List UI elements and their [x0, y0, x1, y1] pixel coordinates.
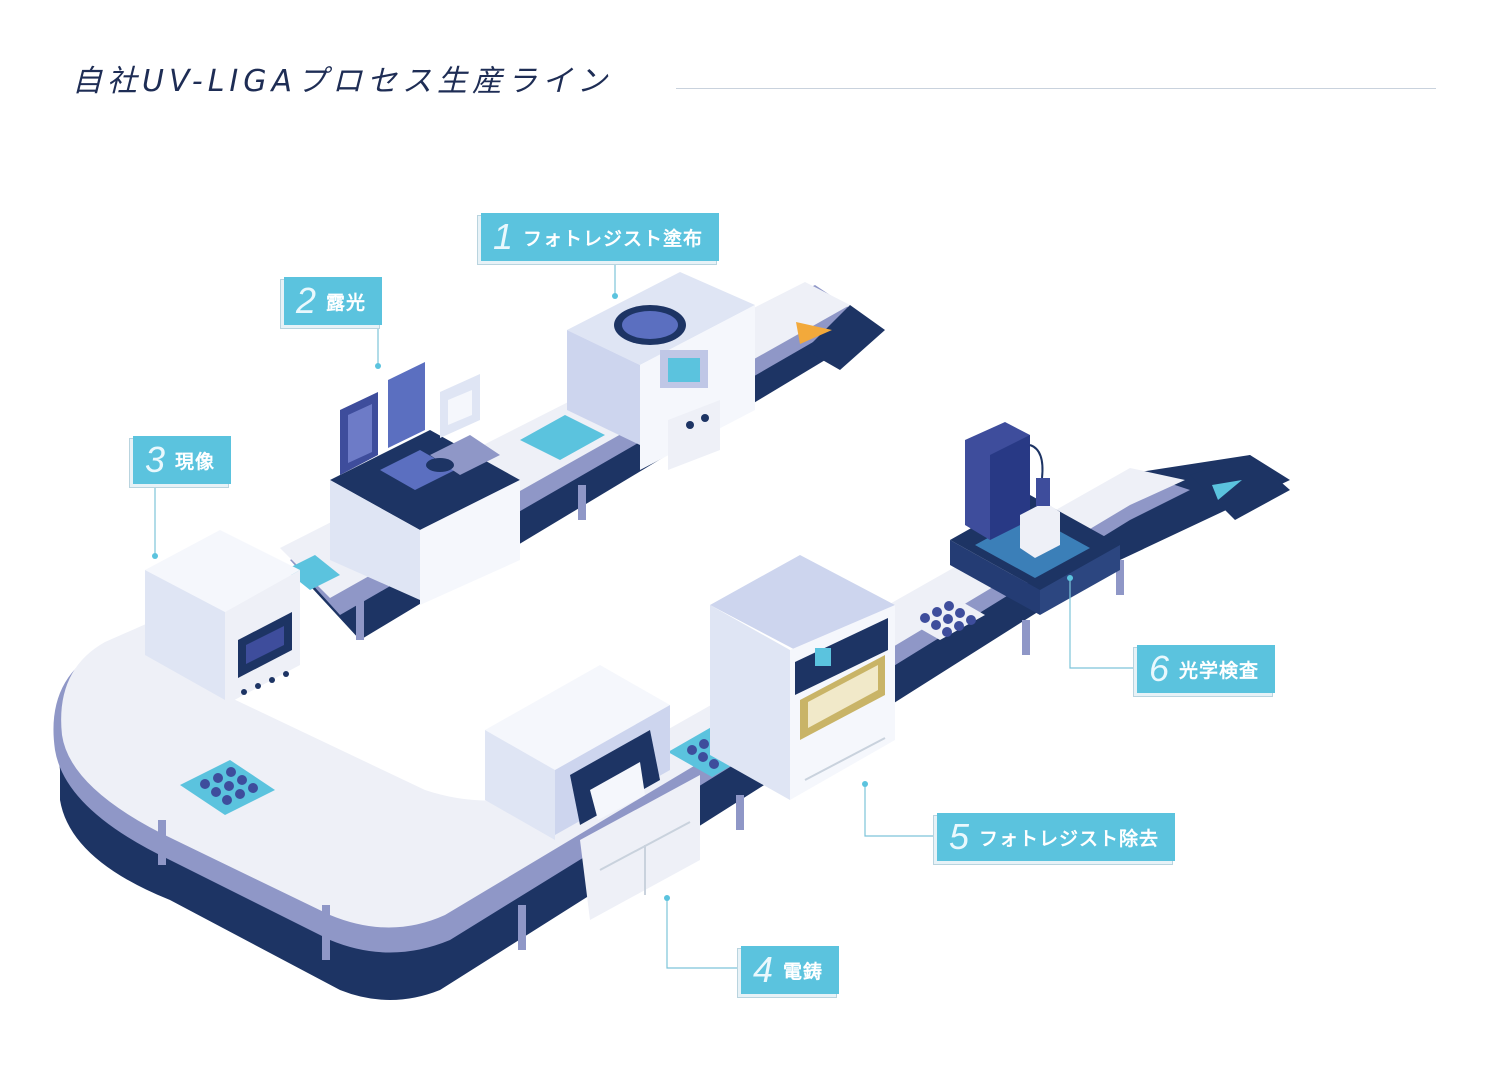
step-label-4: 4 電鋳 — [741, 946, 840, 994]
step-label-3: 3 現像 — [133, 436, 232, 484]
step-number: 4 — [753, 949, 774, 990]
flow-arrow-orange-icon — [796, 322, 832, 344]
step-label-1: 1 フォトレジスト塗布 — [481, 213, 720, 261]
lower-conveyor — [53, 455, 1291, 1000]
coater-machine — [567, 272, 755, 470]
title-divider — [676, 88, 1436, 89]
step-title: フォトレジスト塗布 — [523, 227, 704, 250]
step-number: 2 — [296, 280, 317, 321]
step-number: 6 — [1149, 648, 1170, 689]
step-label-5: 5 フォトレジスト除去 — [937, 813, 1176, 861]
step-label-2: 2 露光 — [284, 277, 383, 325]
step-number: 3 — [145, 439, 166, 480]
resist-removal-machine — [710, 555, 895, 800]
step-title: 光学検査 — [1179, 659, 1260, 682]
inspection-machine — [950, 422, 1120, 615]
leader-lines — [154, 262, 1135, 969]
wafer-tray — [905, 595, 985, 640]
flow-arrow-blue-icon — [1212, 480, 1242, 500]
step-title: 現像 — [175, 450, 216, 473]
step-number: 1 — [493, 216, 514, 257]
step-number: 5 — [949, 816, 970, 857]
page-title: 自社UV-LIGAプロセス生産ライン — [72, 64, 613, 99]
wafer-tray — [180, 760, 275, 815]
step-label-6: 6 光学検査 — [1137, 645, 1276, 693]
developer-machine — [145, 530, 300, 705]
step-title: フォトレジスト除去 — [979, 827, 1160, 850]
step-title: 電鋳 — [783, 960, 824, 983]
electroforming-machine — [485, 665, 700, 920]
step-title: 露光 — [326, 291, 367, 314]
exposure-machine — [330, 362, 520, 605]
